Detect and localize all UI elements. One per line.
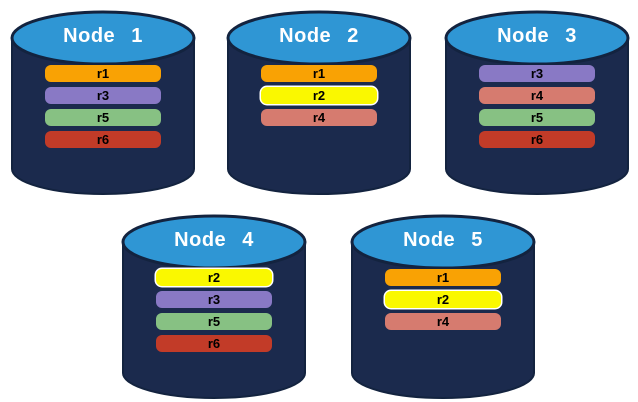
node-label: Node 4	[174, 229, 254, 251]
replica-bar: r4	[385, 313, 501, 330]
replica-bar: r2	[385, 291, 501, 308]
replica-bar: r5	[479, 109, 595, 126]
replica-bar: r3	[479, 65, 595, 82]
replica-list: r2 r3 r5 r6	[121, 269, 307, 357]
database-node: Node 2 r1 r2 r4	[226, 8, 412, 196]
replica-bar: r2	[261, 87, 377, 104]
replica-bar: r3	[45, 87, 161, 104]
replica-bar: r4	[261, 109, 377, 126]
cylinder-top	[444, 10, 630, 66]
cylinder-top	[10, 10, 196, 66]
replica-bar: r6	[479, 131, 595, 148]
replica-bar: r5	[45, 109, 161, 126]
database-node: Node 3 r3 r4 r5 r6	[444, 8, 630, 196]
replica-bar: r6	[156, 335, 272, 352]
replica-bar: r1	[261, 65, 377, 82]
replica-bar: r4	[479, 87, 595, 104]
database-node: Node 1 r1 r3 r5 r6	[10, 8, 196, 196]
replica-list: r1 r3 r5 r6	[10, 65, 196, 153]
replica-bar: r5	[156, 313, 272, 330]
node-label: Node 2	[279, 25, 359, 47]
replica-bar: r1	[45, 65, 161, 82]
node-label: Node 3	[497, 25, 577, 47]
replica-bar: r3	[156, 291, 272, 308]
replica-bar: r6	[45, 131, 161, 148]
node-label: Node 1	[63, 25, 143, 47]
cylinder-top	[350, 214, 536, 270]
node-label: Node 5	[403, 229, 483, 251]
database-node: Node 4 r2 r3 r5 r6	[121, 212, 307, 400]
cylinder-top	[226, 10, 412, 66]
replica-list: r3 r4 r5 r6	[444, 65, 630, 153]
database-node: Node 5 r1 r2 r4	[350, 212, 536, 400]
replica-bar: r2	[156, 269, 272, 286]
replica-bar: r1	[385, 269, 501, 286]
cylinder-top	[121, 214, 307, 270]
replica-list: r1 r2 r4	[350, 269, 536, 335]
replica-list: r1 r2 r4	[226, 65, 412, 131]
